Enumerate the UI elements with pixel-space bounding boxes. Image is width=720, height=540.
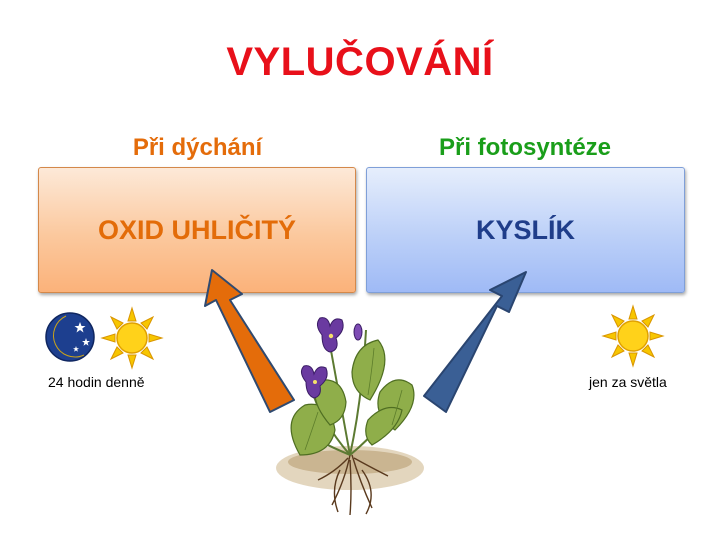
slide-title: VYLUČOVÁNÍ	[226, 40, 494, 84]
caption-all-day: 24 hodin denně	[48, 374, 145, 390]
carbon-dioxide-label: OXID UHLIČITÝ	[97, 214, 296, 245]
carbon-dioxide-box: OXID UHLIČITÝ	[38, 167, 356, 293]
moon-icon	[45, 312, 95, 362]
oxygen-label: KYSLÍK	[475, 214, 575, 245]
sun-icon	[100, 306, 164, 370]
sun-icon-right	[601, 304, 665, 368]
blue-arrow	[423, 271, 527, 413]
orange-arrow	[204, 269, 295, 413]
heading-photosynthesis: Při fotosyntéze	[438, 134, 612, 161]
caption-only-light: jen za světla	[589, 374, 667, 390]
violet-plant-illustration	[276, 317, 424, 516]
heading-respiration: Při dýchání	[132, 134, 263, 161]
